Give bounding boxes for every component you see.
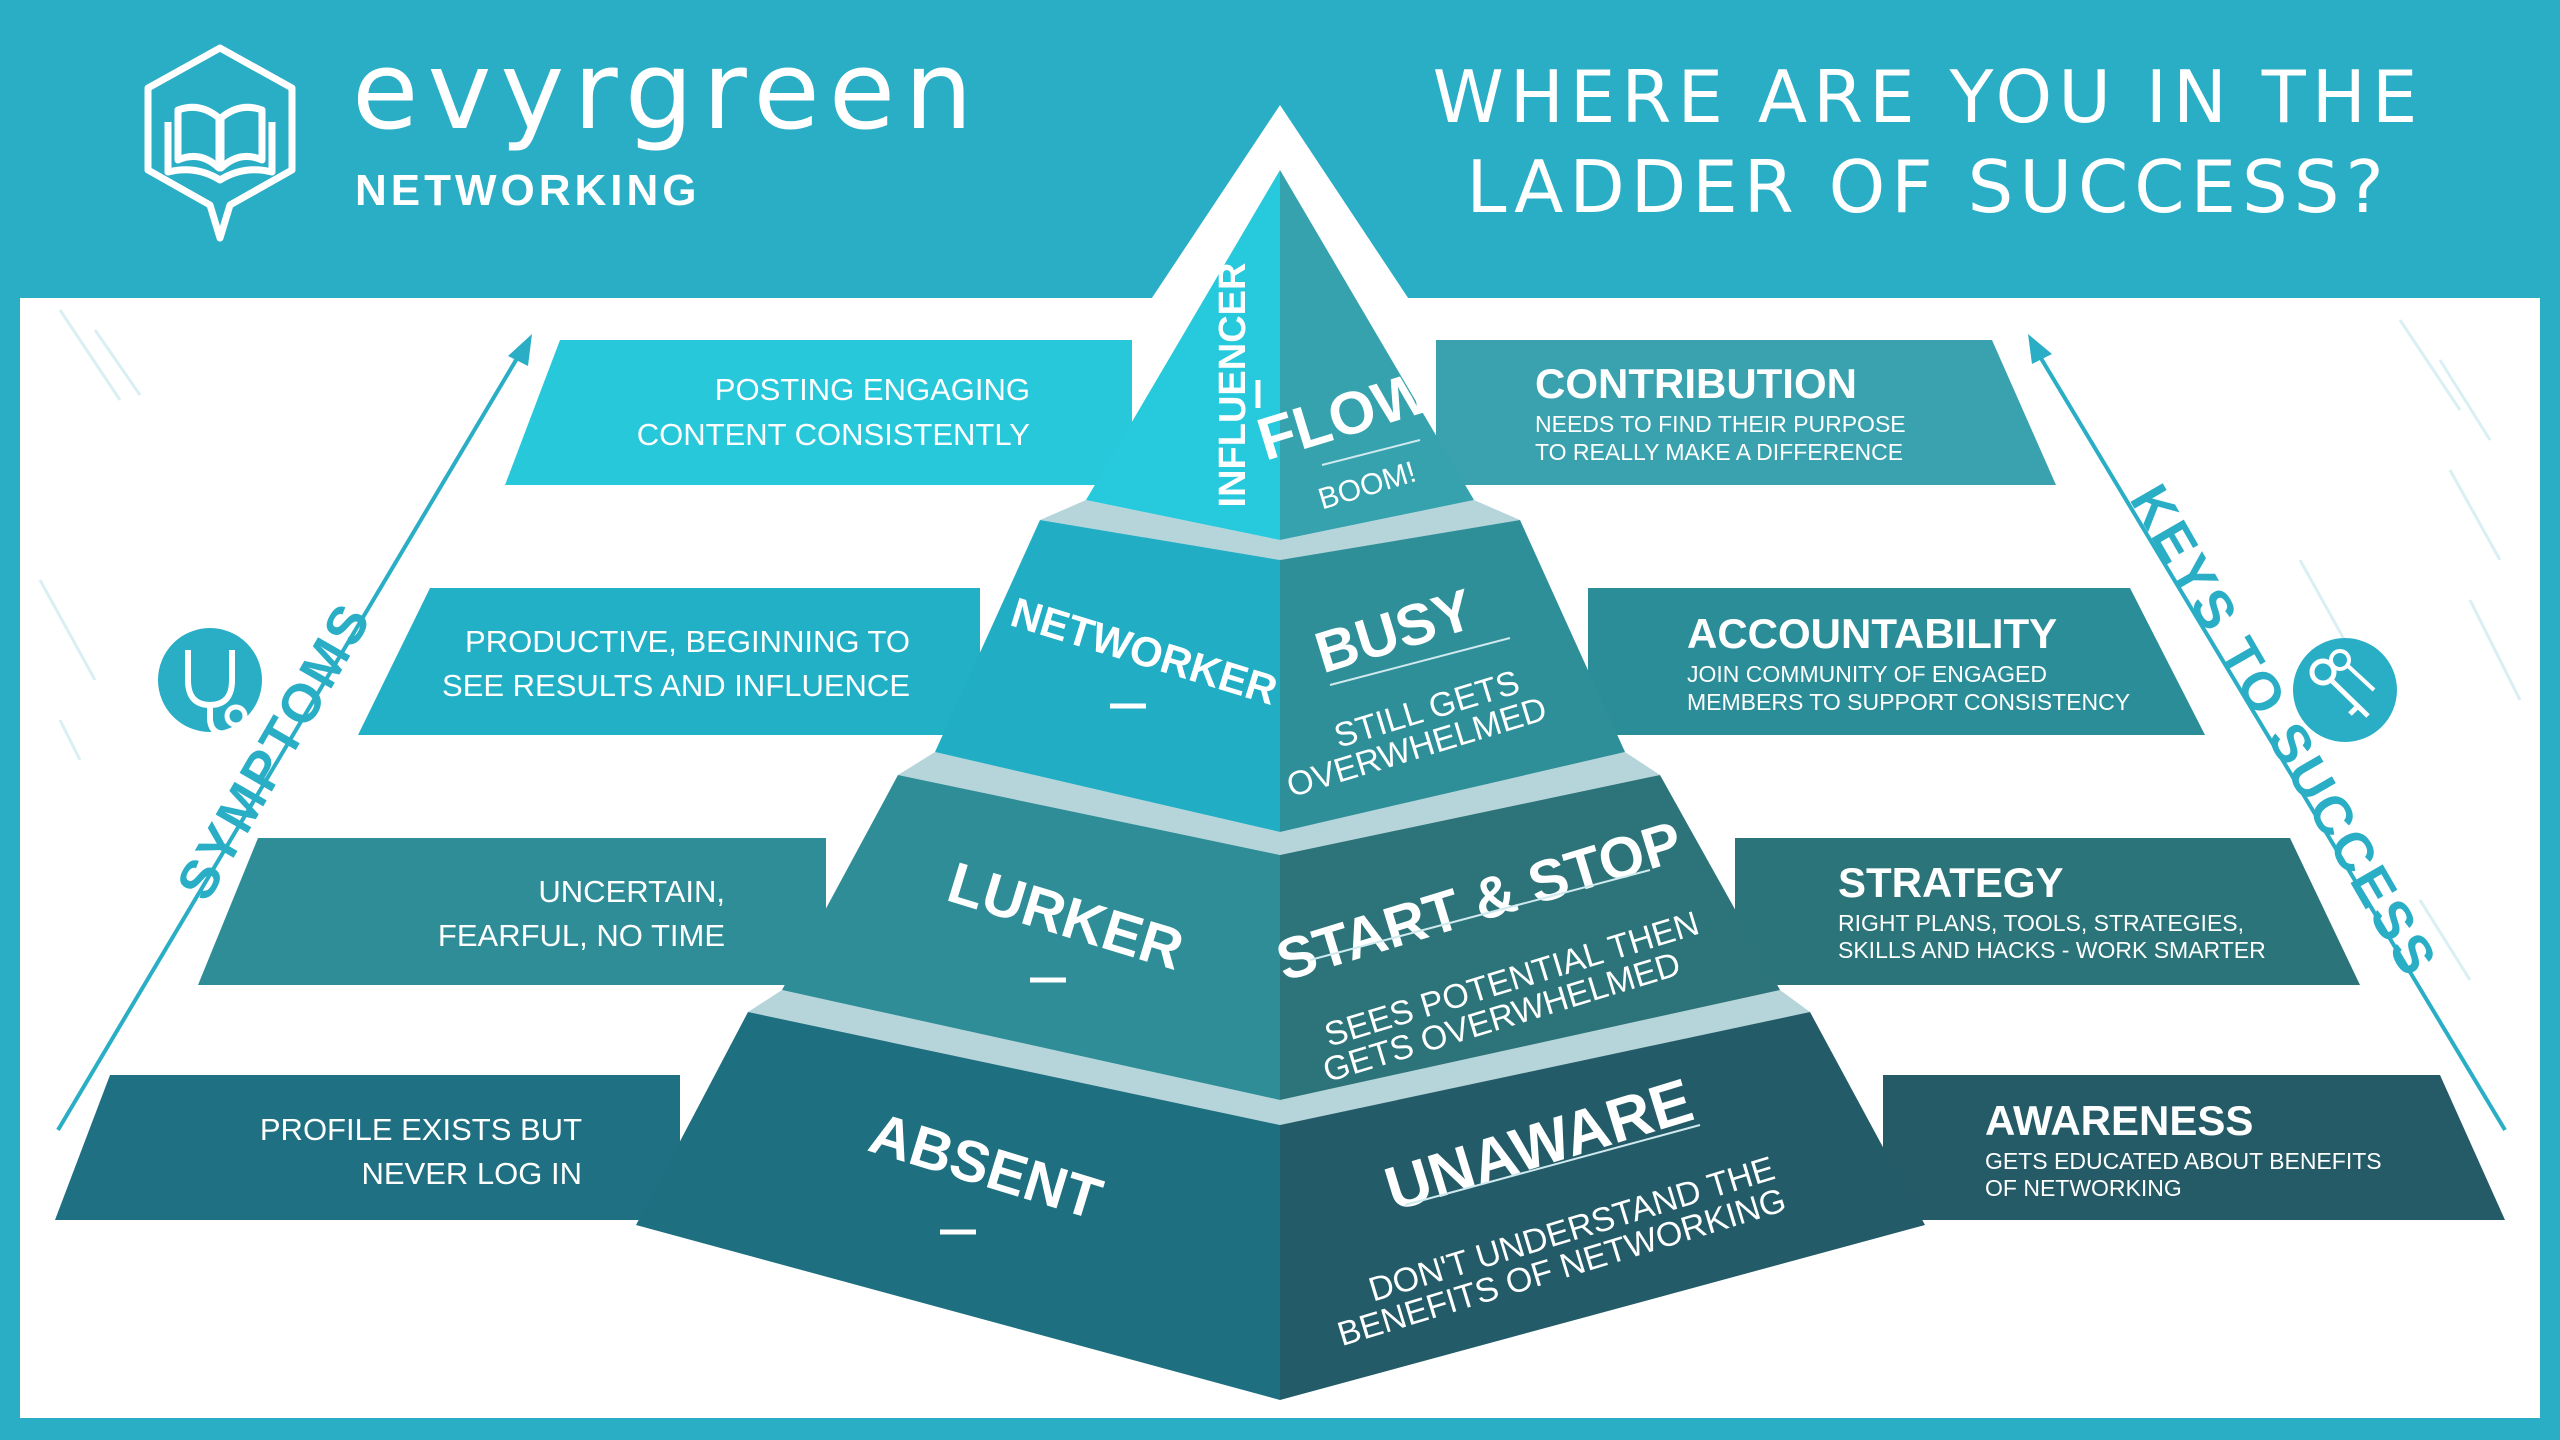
state-divider <box>1309 869 1651 961</box>
symptom-text: NEVER LOG IN <box>362 1156 583 1191</box>
key-band-shape <box>1735 838 2360 985</box>
keys-icon <box>2293 638 2397 742</box>
tier-right-face <box>1280 170 1474 540</box>
state-divider <box>1404 1124 1701 1206</box>
symptom-text: POSTING ENGAGING <box>715 372 1030 407</box>
symptom-text: SEE RESULTS AND INFLUENCE <box>442 668 910 703</box>
decorative-streaks <box>38 309 2522 981</box>
key-band-4: AWARENESS GETS EDUCATED ABOUT BENEFITSOF … <box>1883 1075 2505 1220</box>
tier-left-face <box>636 1012 1280 1400</box>
key-description: NEEDS TO FIND THEIR PURPOSE <box>1535 411 1906 437</box>
symptom-band-shape <box>198 838 826 985</box>
key-title: ACCOUNTABILITY <box>1687 610 2057 657</box>
key-description: JOIN COMMUNITY OF ENGAGED <box>1687 661 2047 687</box>
symptom-text: PROFILE EXISTS BUT <box>260 1112 582 1147</box>
symptom-band-shape <box>505 340 1132 485</box>
symptom-band-4: PROFILE EXISTS BUT NEVER LOG IN <box>55 1075 680 1220</box>
tier-left-face <box>1086 170 1280 540</box>
brand-name: evyrgreen <box>352 29 982 154</box>
state-divider <box>1321 439 1421 466</box>
key-description: TO REALLY MAKE A DIFFERENCE <box>1535 439 1903 465</box>
key-description: MEMBERS TO SUPPORT CONSISTENCY <box>1687 689 2130 715</box>
tier-left-face <box>935 520 1280 832</box>
headline: WHERE ARE YOU IN THE LADDER OF SUCCESS? <box>1433 55 2424 229</box>
logo: evyrgreen NETWORKING <box>144 29 982 242</box>
brand-tagline: NETWORKING <box>355 166 701 215</box>
symptom-text: CONTENT CONSISTENTLY <box>637 417 1030 452</box>
tier-right-face <box>1280 1012 1925 1400</box>
tier-gap-1 <box>1040 500 1520 560</box>
tier-right-face <box>1280 775 1780 1100</box>
keys-arrow <box>2028 334 2507 1132</box>
key-description: OF NETWORKING <box>1985 1175 2182 1201</box>
key-description: SKILLS AND HACKS - WORK SMARTER <box>1838 937 2266 963</box>
key-band-3: STRATEGY RIGHT PLANS, TOOLS, STRATEGIES,S… <box>1735 838 2360 985</box>
key-bands: CONTRIBUTION NEEDS TO FIND THEIR PURPOSET… <box>1436 340 2505 1220</box>
stage-label: INFLUENCER <box>1212 263 1254 508</box>
key-title: AWARENESS <box>1985 1097 2253 1144</box>
tier-gap-2 <box>898 752 1660 855</box>
key-band-1: CONTRIBUTION NEEDS TO FIND THEIR PURPOSET… <box>1436 340 2056 485</box>
symptom-text: UNCERTAIN, <box>538 874 725 909</box>
symptom-text: FEARFUL, NO TIME <box>438 918 725 953</box>
tier-right-face <box>1280 520 1625 832</box>
stethoscope-icon <box>158 628 262 737</box>
state-divider <box>1329 637 1511 686</box>
symptom-band-1: POSTING ENGAGING CONTENT CONSISTENTLY <box>505 340 1132 485</box>
tier-left-face <box>782 775 1280 1100</box>
symptom-band-shape <box>358 588 980 735</box>
symptom-text: PRODUCTIVE, BEGINNING TO <box>465 624 910 659</box>
key-band-shape <box>1436 340 2056 485</box>
key-description: GETS EDUCATED ABOUT BENEFITS <box>1985 1148 2382 1174</box>
symptom-band-shape <box>55 1075 680 1220</box>
key-title: STRATEGY <box>1838 859 2064 906</box>
book-hexagon-icon <box>144 44 296 242</box>
symptom-bands: POSTING ENGAGING CONTENT CONSISTENTLY PROD… <box>55 340 1132 1220</box>
headline-line-2: LADDER OF SUCCESS? <box>1466 145 2389 229</box>
symptom-band-3: UNCERTAIN, FEARFUL, NO TIME <box>198 838 826 985</box>
key-description: RIGHT PLANS, TOOLS, STRATEGIES, <box>1838 910 2244 936</box>
key-band-shape <box>1588 588 2205 735</box>
symptoms-arrow <box>56 334 532 1132</box>
key-band-2: ACCOUNTABILITY JOIN COMMUNITY OF ENGAGEDM… <box>1588 588 2205 735</box>
key-title: CONTRIBUTION <box>1535 360 1857 407</box>
headline-line-1: WHERE ARE YOU IN THE <box>1433 55 2424 139</box>
key-band-shape <box>1883 1075 2505 1220</box>
symptom-band-2: PRODUCTIVE, BEGINNING TO SEE RESULTS AND … <box>358 588 980 735</box>
